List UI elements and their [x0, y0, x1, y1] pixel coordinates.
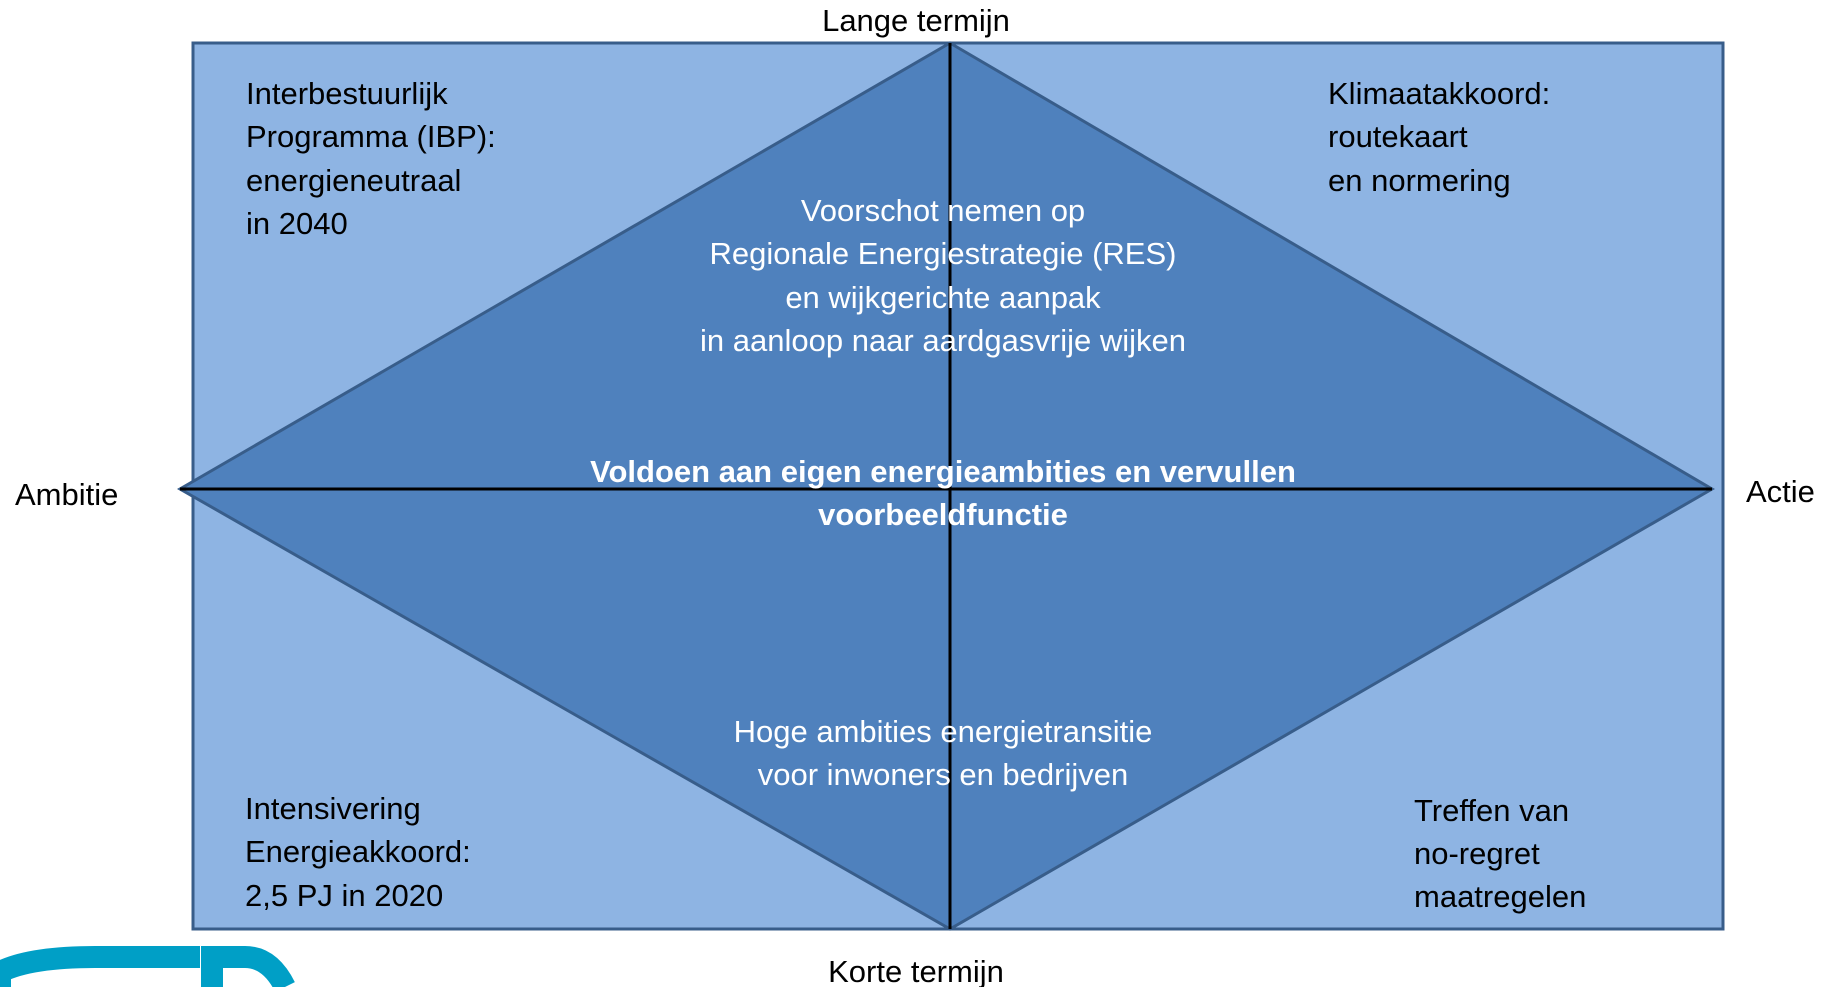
axis-label-right: Actie: [1746, 474, 1815, 509]
quadrant-line: routekaart: [1328, 119, 1468, 154]
quadrant-line: Interbestuurlijk: [246, 76, 448, 111]
quadrant-line: Energieakkoord:: [245, 834, 471, 869]
diamond-text-line: Regionale Energiestrategie (RES): [710, 236, 1177, 271]
quadrant-line: energieneutraal: [246, 163, 461, 198]
quadrant-line: in 2040: [246, 206, 348, 241]
logo: [0, 946, 295, 987]
diamond-bottom-text: Hoge ambities energietransitie voor inwo…: [734, 714, 1153, 792]
diamond-center-line: Voldoen aan eigen energieambities en ver…: [590, 454, 1296, 489]
axis-label-top: Lange termijn: [822, 3, 1010, 38]
diamond-text-line: voor inwoners en bedrijven: [758, 757, 1129, 792]
axis-label-left: Ambitie: [15, 477, 118, 512]
quadrant-top-left-text: Interbestuurlijk Programma (IBP): energi…: [246, 76, 496, 241]
quadrant-line: 2,5 PJ in 2020: [245, 878, 443, 913]
quadrant-line: en normering: [1328, 163, 1511, 198]
quadrant-bottom-right-text: Treffen van no-regret maatregelen: [1414, 793, 1586, 914]
quadrant-bottom-left-text: Intensivering Energieakkoord: 2,5 PJ in …: [245, 791, 471, 913]
axis-label-bottom: Korte termijn: [828, 954, 1004, 987]
diamond-top-text: Voorschot nemen op Regionale Energiestra…: [700, 193, 1186, 358]
diamond-center-line: voorbeeldfunctie: [818, 497, 1068, 532]
diamond-text-line: Voorschot nemen op: [801, 193, 1085, 228]
quadrant-line: Treffen van: [1414, 793, 1569, 828]
quadrant-line: no-regret: [1414, 836, 1540, 871]
quadrant-line: Klimaatakkoord:: [1328, 76, 1550, 111]
diamond-text-line: Hoge ambities energietransitie: [734, 714, 1153, 749]
diamond-center-text: Voldoen aan eigen energieambities en ver…: [590, 454, 1296, 532]
quadrant-line: Intensivering: [245, 791, 421, 826]
diamond-text-line: en wijkgerichte aanpak: [785, 280, 1101, 315]
logo-mark-left: [0, 946, 200, 987]
quadrant-line: maatregelen: [1414, 879, 1586, 914]
diamond-text-line: in aanloop naar aardgasvrije wijken: [700, 323, 1186, 358]
quadrant-line: Programma (IBP):: [246, 119, 496, 154]
quadrant-top-right-text: Klimaatakkoord: routekaart en normering: [1328, 76, 1550, 198]
logo-mark-right: [201, 946, 295, 987]
